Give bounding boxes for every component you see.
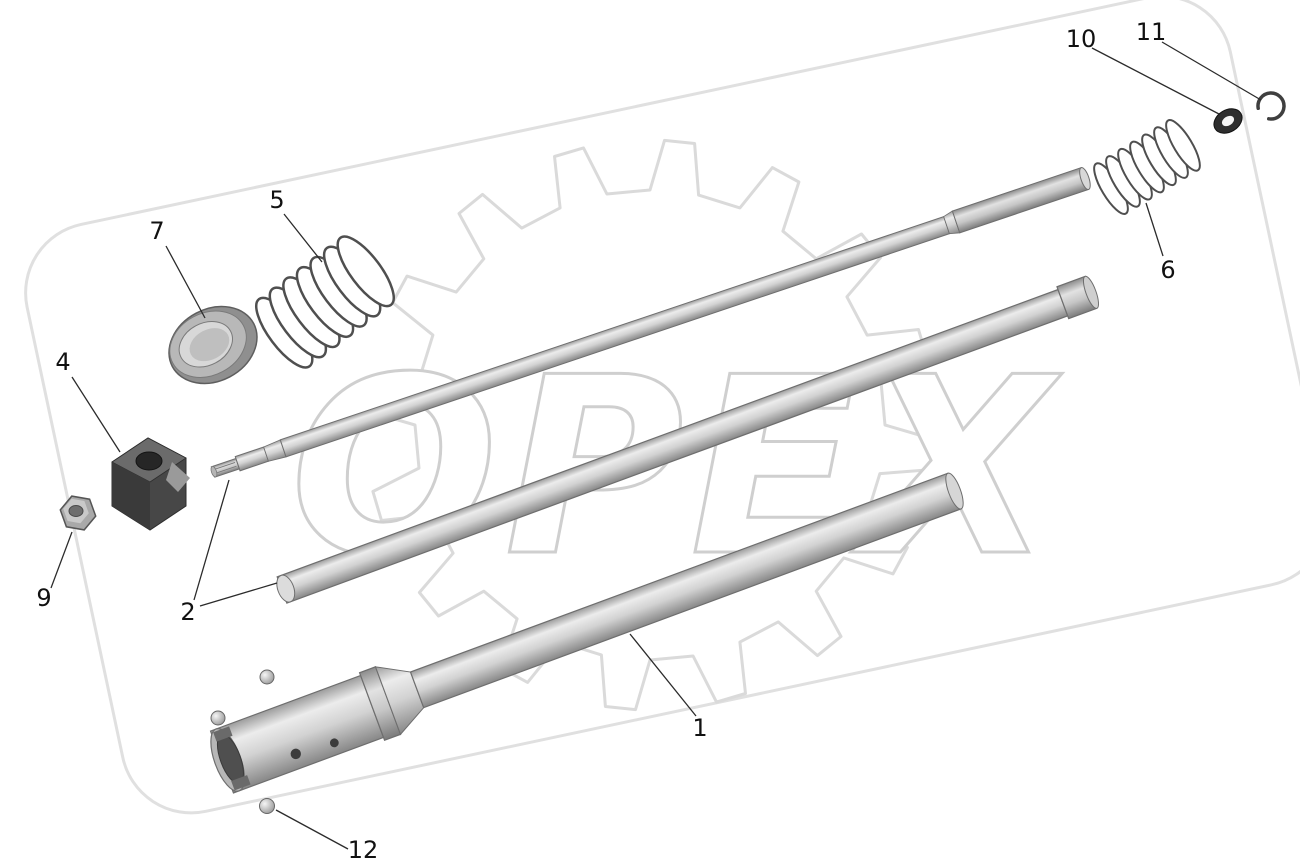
part-small-spring [1093, 119, 1201, 215]
callout-label-10: 10 [1066, 25, 1097, 53]
callout-label-12: 12 [348, 836, 379, 862]
part-bushing [168, 305, 258, 385]
part-bracket [111, 437, 190, 531]
lower-tube-slot-top [213, 726, 233, 742]
upper-shaft-end-cap [1079, 167, 1091, 191]
lower-tube-slot-bottom [231, 775, 251, 791]
callout-label-6: 6 [1160, 256, 1175, 284]
part-ball-b [210, 710, 226, 726]
spline-line-2 [215, 465, 237, 474]
leader-line-1 [629, 633, 697, 717]
spline-line-1 [214, 462, 236, 470]
nut-hole [68, 505, 84, 517]
callout-label-1: 1 [692, 714, 707, 742]
part-middle-tube [276, 275, 1099, 604]
leader-line-4 [71, 376, 121, 453]
leader-line-7 [165, 245, 206, 319]
upper-shaft-step [234, 446, 270, 472]
spring-coil [1165, 119, 1201, 172]
spring-coil [336, 235, 395, 308]
watermark-frame-rect [24, 0, 1300, 815]
circlip-arc [1256, 91, 1286, 121]
watermark-layer: ОРЕХ [24, 0, 1300, 815]
lower-tube-hole-2 [329, 738, 339, 748]
gear-watermark-icon [363, 138, 937, 712]
part-hex-nut [59, 495, 97, 531]
leader-line-9 [50, 531, 73, 589]
leader-line-5 [283, 213, 323, 263]
leader-line-11 [1161, 41, 1262, 101]
watermark-frame [24, 0, 1300, 815]
part-ball [259, 798, 275, 814]
callout-label-9: 9 [36, 584, 51, 612]
callout-label-4: 4 [55, 348, 70, 376]
leader-lines [50, 41, 1262, 850]
bracket-hole [135, 451, 163, 471]
leader-line-12 [275, 809, 349, 850]
middle-tube-left-cap [276, 574, 296, 603]
callout-label-11: 11 [1136, 18, 1167, 46]
upper-shaft-thick-end [951, 167, 1090, 234]
part-ball-a [259, 669, 275, 685]
leader-line-10 [1091, 47, 1220, 115]
callout-label-5: 5 [269, 186, 284, 214]
lower-tube-end-cap [945, 472, 964, 510]
callout-label-7: 7 [149, 217, 164, 245]
part-upper-shaft [210, 167, 1091, 478]
part-retaining-ring [1256, 91, 1286, 121]
lower-tube-hole-1 [290, 748, 301, 760]
part-large-spring [255, 235, 395, 369]
washer-hole [1221, 115, 1235, 127]
bushing-hole-shadow [189, 328, 230, 362]
leader-line-2b [199, 582, 278, 607]
middle-tube-end-cap [1082, 275, 1099, 309]
watermark-text: ОРЕХ [290, 325, 1062, 610]
leader-line-6 [1145, 202, 1164, 257]
leader-line-2a [193, 479, 230, 601]
bracket-tab [166, 462, 190, 492]
upper-shaft-tip-cap [210, 466, 218, 478]
bracket-front-facet [112, 462, 150, 530]
callout-labels: 1 2 4 5 6 7 9 10 11 12 [36, 18, 1175, 862]
part-washer [1213, 108, 1243, 134]
callout-label-2: 2 [180, 598, 195, 626]
part-lower-tube [209, 472, 964, 794]
